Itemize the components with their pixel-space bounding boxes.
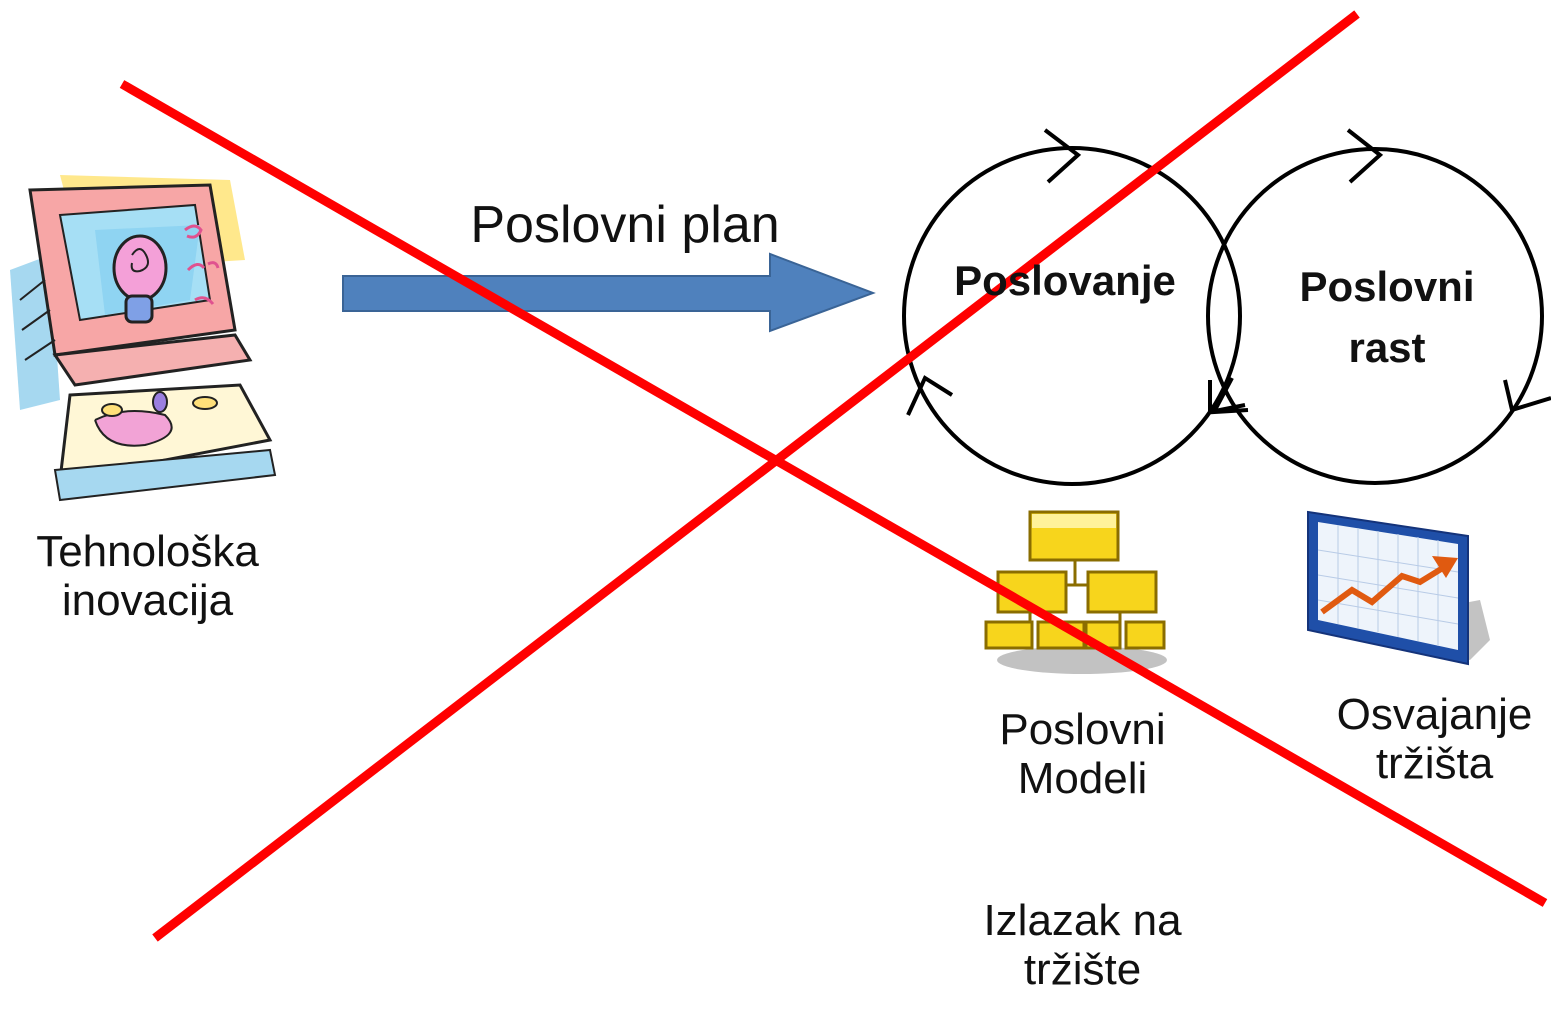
cycle-label-business: Poslovanje xyxy=(954,257,1176,304)
cycle-arrowhead xyxy=(906,375,954,416)
cross-line-up xyxy=(152,10,1360,942)
cycle-circle-business xyxy=(902,146,1242,486)
market-entry-label: Izlazak na tržište xyxy=(983,896,1182,995)
business-plan-arrow xyxy=(342,252,876,333)
cross-line-down xyxy=(119,80,1548,907)
cycle-arrowhead xyxy=(1346,128,1384,184)
arrow-label: Poslovni plan xyxy=(470,196,780,254)
cycle-arrowhead xyxy=(1208,380,1246,415)
cycle-arrowhead xyxy=(1210,377,1249,415)
cycle-arrowhead xyxy=(1043,128,1082,184)
org-chart-icon xyxy=(984,510,1167,674)
cycle-arrowhead xyxy=(1503,379,1551,413)
innovation-label: Tehnološka inovacija xyxy=(36,527,259,626)
market-conquest-label: Osvajanje tržišta xyxy=(1336,690,1533,789)
business-models-label: Poslovni Modeli xyxy=(999,705,1166,804)
computer-lightbulb-icon xyxy=(10,175,277,502)
growth-chart-icon xyxy=(1307,510,1490,666)
cycle-label-growth: Poslovni rast xyxy=(1299,263,1475,371)
